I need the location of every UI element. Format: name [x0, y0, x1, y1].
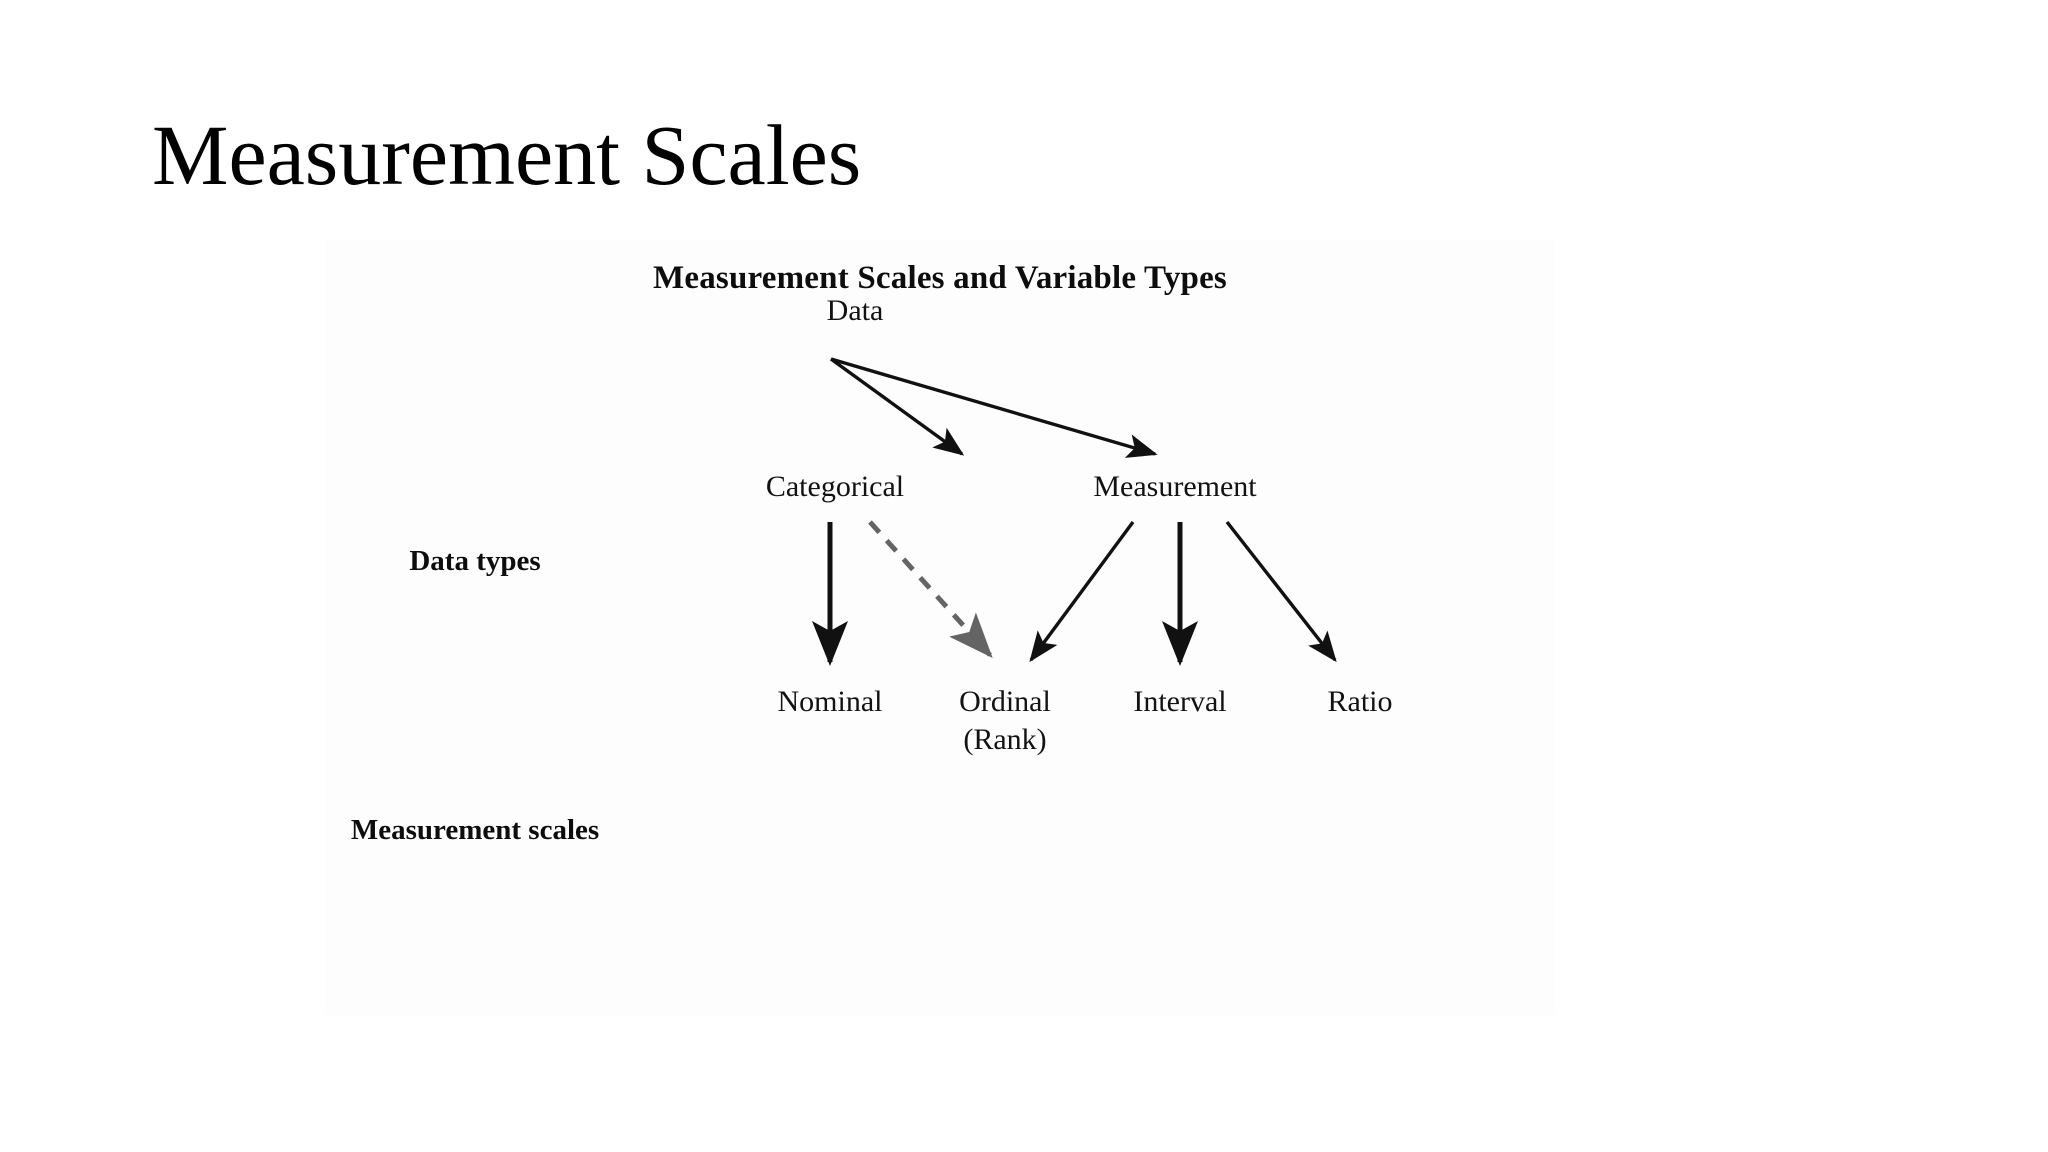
node-nominal: Nominal [777, 685, 883, 718]
node-ratio: Ratio [1327, 685, 1393, 718]
node-interval: Interval [1133, 685, 1227, 718]
row-label-measurement-scales: Measurement scales [350, 814, 600, 846]
row-label-data-types: Data types [409, 545, 541, 577]
node-data: Data [826, 294, 884, 327]
diagram-connectors [811, 357, 1337, 667]
page-title: Measurement Scales [152, 107, 862, 203]
node-categorical: Categorical [765, 470, 905, 503]
node-measurement: Measurement [1093, 470, 1257, 503]
measurement-scales-diagram: Measurement Scales and Variable Types Da… [325, 240, 1555, 1015]
edge-measurement-to-ordinal [1029, 520, 1135, 663]
diagram-caption: Measurement Scales and Variable Types [653, 260, 1227, 296]
node-ordinal: Ordinal (Rank) [959, 685, 1051, 757]
edge-data-to-measurement [830, 357, 1158, 458]
edge-categorical-to-ordinal [868, 520, 993, 658]
edge-measurement-to-ratio [1225, 520, 1337, 663]
edge-data-to-categorical [830, 357, 965, 456]
